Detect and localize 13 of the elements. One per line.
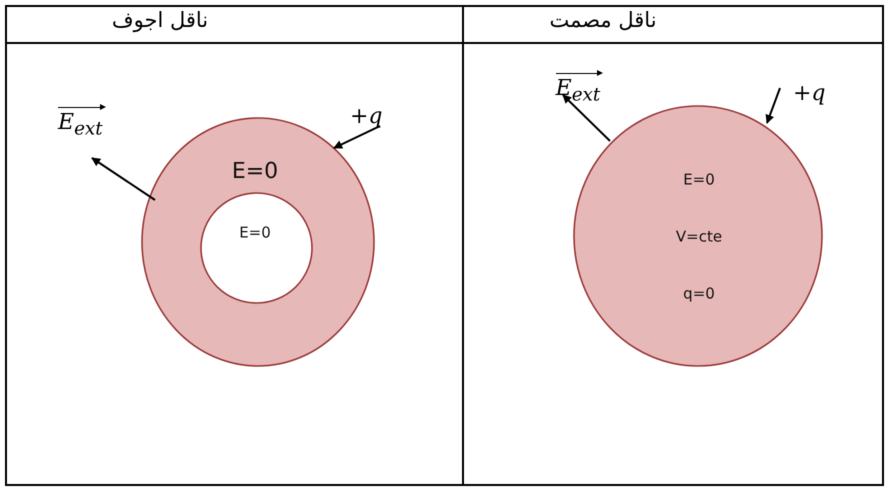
node-label: E=0 <box>683 172 715 188</box>
charge-label: +q <box>350 106 383 128</box>
solid-conductor-circle <box>573 105 823 367</box>
field-vector-label: E$_{ext}$ <box>58 107 103 135</box>
column-header: ناقل اجوف <box>112 10 208 31</box>
column-header: ناقل مصمت <box>549 10 657 31</box>
cavity-circle <box>200 192 313 304</box>
charge-label: +q <box>793 83 826 105</box>
node-label: q=0 <box>683 286 715 302</box>
node-label: E=0 <box>239 226 271 240</box>
node-label: E=0 <box>232 161 278 183</box>
node-label: V=cte <box>676 230 722 244</box>
field-vector-label: E$_{ext}$ <box>556 73 600 101</box>
